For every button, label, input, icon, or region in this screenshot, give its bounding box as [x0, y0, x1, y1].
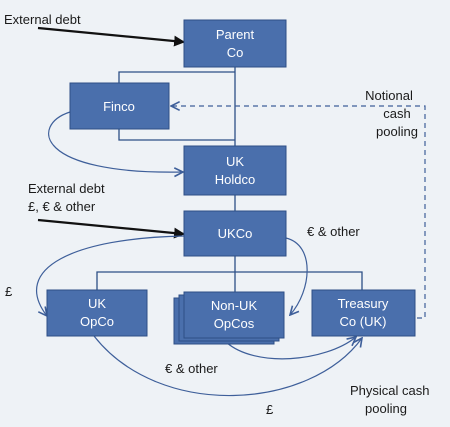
ukco-to-non-uk-opcos-arrow: [285, 237, 308, 315]
uk-holdco-line-2: Holdco: [215, 172, 255, 187]
uk-opco-line-2: OpCo: [80, 314, 114, 329]
external-debt-arrow-mid: [37, 218, 186, 239]
external-debt-label-mid-line-2: £, € & other: [28, 199, 96, 214]
non-uk-opcos-box: Non-UK OpCos: [173, 291, 285, 345]
ownership-connectors: [96, 67, 363, 292]
euro-other-label-bottom: € & other: [165, 361, 218, 376]
notional-cash-pooling-label-line-3: pooling: [376, 124, 418, 139]
connector-subs-bus: [96, 271, 363, 290]
non-uk-to-treasury-arrow: [225, 337, 356, 360]
euro-other-label-right: € & other: [307, 224, 360, 239]
pound-label-left: £: [5, 284, 13, 299]
uk-opco-box: UK OpCo: [46, 289, 148, 337]
uk-opco-line-1: UK: [88, 296, 106, 311]
parent-co-box: Parent Co: [183, 19, 287, 68]
physical-cash-pooling-label-line-1: Physical cash: [350, 383, 429, 398]
physical-cash-pooling-label-line-2: pooling: [365, 401, 407, 416]
treasury-co-line-1: Treasury: [338, 296, 389, 311]
finco-box: Finco: [69, 82, 170, 130]
finco-to-holdco-arrow: [48, 111, 183, 172]
uk-opco-to-treasury-arrow: [93, 335, 362, 397]
ukco-box: UKCo: [183, 210, 287, 257]
treasury-co-box: Treasury Co (UK): [311, 289, 416, 337]
notional-cash-pooling-label-line-1: Notional: [365, 88, 413, 103]
uk-holdco-line-1: UK: [226, 154, 244, 169]
pound-label-bottom: £: [266, 402, 274, 417]
ukco-to-uk-opco-arrow: [35, 235, 185, 316]
uk-holdco-box: UK Holdco: [183, 145, 287, 196]
ukco-label: UKCo: [218, 226, 253, 241]
parent-co-line-2: Co: [227, 45, 244, 60]
notional-cash-pooling-label-line-2: cash: [383, 106, 410, 121]
connector-finco-to-trunk: [118, 129, 235, 141]
non-uk-opcos-line-1: Non-UK: [211, 298, 258, 313]
parent-co-line-1: Parent: [216, 27, 255, 42]
treasury-co-line-2: Co (UK): [340, 314, 387, 329]
external-debt-label-top: External debt: [4, 12, 81, 27]
finco-label: Finco: [103, 99, 135, 114]
connector-finco-branch: [118, 71, 235, 83]
external-debt-arrow-top: [37, 26, 186, 47]
external-debt-label-mid-line-1: External debt: [28, 181, 105, 196]
notional-cash-pooling-arrow: [171, 106, 426, 319]
non-uk-opcos-line-2: OpCos: [214, 316, 255, 331]
